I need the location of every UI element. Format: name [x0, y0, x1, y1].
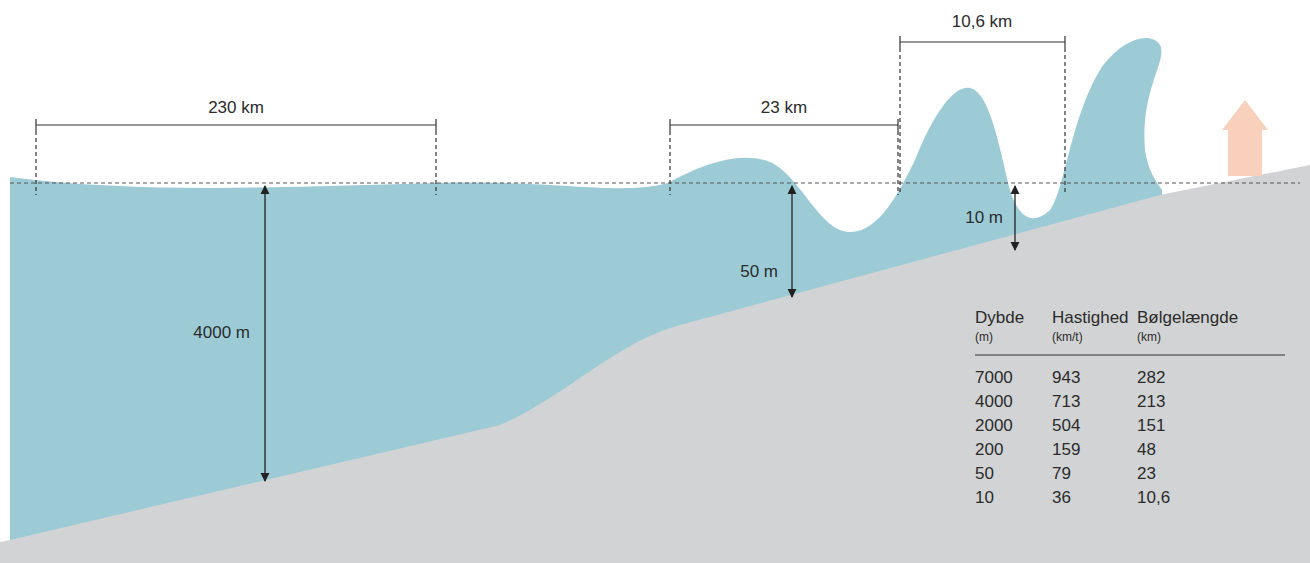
depth-arrows: [265, 186, 1015, 481]
table-cell: 4000: [975, 392, 1013, 412]
table-cell: 10,6: [1137, 488, 1170, 508]
depth-label: 50 m: [740, 262, 778, 282]
table-cell: 36: [1052, 488, 1071, 508]
table-unit: (km): [1137, 331, 1161, 345]
house-arrow: [1222, 100, 1268, 176]
table-cell: 50: [975, 464, 994, 484]
table-cell: 23: [1137, 464, 1156, 484]
table-cell: 2000: [975, 416, 1013, 436]
table-cell: 282: [1137, 368, 1165, 388]
table-cell: 79: [1052, 464, 1071, 484]
table-cell: 200: [975, 440, 1003, 460]
table-unit: (km/t): [1052, 331, 1083, 345]
table-cell: 48: [1137, 440, 1156, 460]
table-header: Hastighed: [1052, 308, 1129, 328]
table-cell: 504: [1052, 416, 1080, 436]
table-cell: 7000: [975, 368, 1013, 388]
table-rule: [975, 355, 1285, 356]
dimension-label: 230 km: [208, 98, 264, 118]
table-header: Dybde: [975, 308, 1024, 328]
table-cell: 159: [1052, 440, 1080, 460]
table-header: Bølgelængde: [1137, 308, 1238, 328]
still-water-line: [10, 183, 1300, 184]
dimension-label: 23 km: [761, 98, 807, 118]
table-cell: 943: [1052, 368, 1080, 388]
table-cell: 10: [975, 488, 994, 508]
depth-label: 10 m: [965, 208, 1003, 228]
table-cell: 213: [1137, 392, 1165, 412]
table-cell: 151: [1137, 416, 1165, 436]
table-cell: 713: [1052, 392, 1080, 412]
depth-label: 4000 m: [193, 323, 250, 343]
sea-floor: [0, 165, 1310, 563]
wavelength-brackets: [36, 36, 1065, 195]
dimension-label: 10,6 km: [952, 12, 1012, 32]
table-unit: (m): [975, 331, 993, 345]
